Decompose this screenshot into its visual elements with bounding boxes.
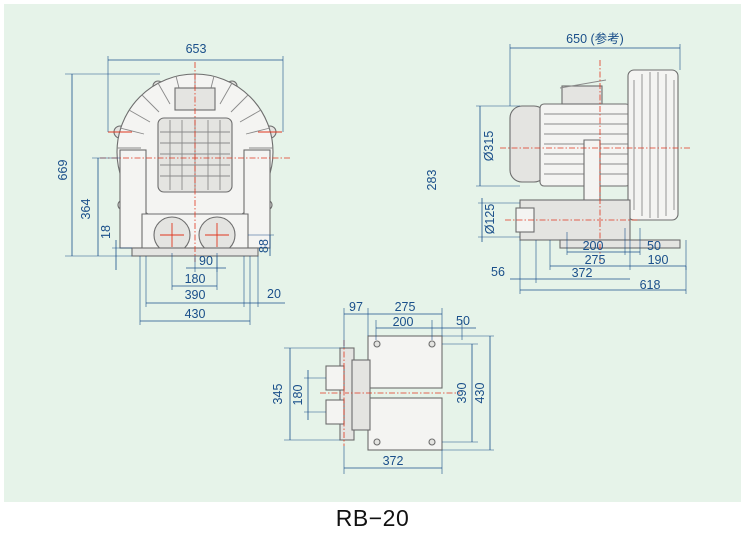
top-upper-port: [325, 365, 345, 391]
dim-side-618: 618: [640, 278, 661, 292]
dim-430: 430: [185, 307, 206, 321]
dim-top-275: 275: [395, 300, 416, 314]
dim-side-200: 200: [583, 239, 604, 253]
dim-side-275: 275: [585, 253, 606, 267]
terminal-box: [561, 85, 603, 105]
dim-side-372: 372: [572, 266, 593, 280]
dim-180: 180: [185, 272, 206, 286]
top-view: 97 275 200 50 345 180 390: [271, 300, 494, 474]
dim-669: 669: [56, 160, 70, 181]
front-centerlines: [100, 62, 290, 262]
dim-top-430: 430: [473, 383, 487, 404]
dim-top-372: 372: [383, 454, 404, 468]
dim-port-diameter: Ø125: [483, 204, 497, 235]
dim-20: 20: [267, 287, 281, 301]
dim-motor-diameter: Ø315: [482, 131, 496, 162]
dim-653: 653: [186, 42, 207, 56]
front-view: 653 669 364 18 88 90: [56, 42, 290, 325]
dim-88: 88: [257, 239, 271, 253]
side-view: 650 (参考) Ø315 283 Ø125 200 50: [425, 31, 690, 294]
dim-top-50: 50: [456, 314, 470, 328]
dim-283: 283: [425, 170, 439, 191]
model-caption: RB−20: [335, 505, 410, 531]
side-housing-fins: [633, 72, 675, 218]
top-bolt-holes: [373, 340, 436, 446]
top-connector: [351, 359, 371, 431]
side-blower-housing: [627, 69, 679, 221]
side-base: [559, 239, 681, 249]
dim-top-345: 345: [271, 384, 285, 405]
dim-side-56: 56: [491, 265, 505, 279]
dim-650-reference: 650 (参考): [566, 31, 624, 46]
top-lower-port: [325, 399, 345, 425]
dim-364: 364: [79, 199, 93, 220]
dim-top-97: 97: [349, 300, 363, 314]
dim-top-390: 390: [455, 383, 469, 404]
dim-18: 18: [99, 225, 113, 239]
dim-top-200: 200: [393, 315, 414, 329]
dim-90: 90: [199, 254, 213, 268]
dim-side-190: 190: [648, 253, 669, 267]
dim-top-180: 180: [291, 385, 305, 406]
dim-390: 390: [185, 288, 206, 302]
dim-side-50: 50: [647, 239, 661, 253]
